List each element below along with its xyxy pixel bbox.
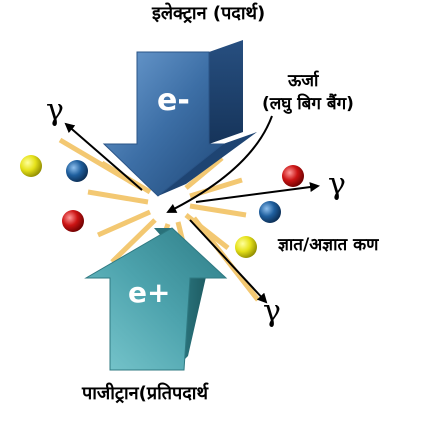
- positron-symbol: e+: [128, 276, 170, 309]
- gamma-ray-arrows: [64, 122, 320, 304]
- particle-red: [282, 165, 304, 187]
- gamma-symbol: γ: [328, 167, 346, 202]
- electron-arrow: e-: [102, 40, 257, 197]
- particle-blue: [66, 160, 88, 182]
- particle-yellow: [20, 155, 42, 177]
- positron-label: पाजीट्रान(प्रतिपदार्थ: [82, 383, 208, 404]
- energy-label: ऊर्जा: [288, 71, 319, 91]
- particle-blue: [259, 201, 281, 223]
- particles-label: ज्ञात/अज्ञात कण: [278, 235, 379, 255]
- gamma-symbol: γ: [263, 294, 281, 329]
- positron-arrow: e+: [84, 227, 228, 371]
- particle-red: [62, 210, 84, 232]
- electron-symbol: e-: [157, 83, 190, 118]
- electron-label: इलेक्ट्रान (पदार्थ): [152, 3, 266, 24]
- gamma-symbol: γ: [46, 93, 64, 128]
- energy-pointer-arrow: [166, 115, 273, 213]
- energy-sublabel: (लघु बिग बैंग): [262, 94, 354, 114]
- particle-yellow: [235, 236, 257, 258]
